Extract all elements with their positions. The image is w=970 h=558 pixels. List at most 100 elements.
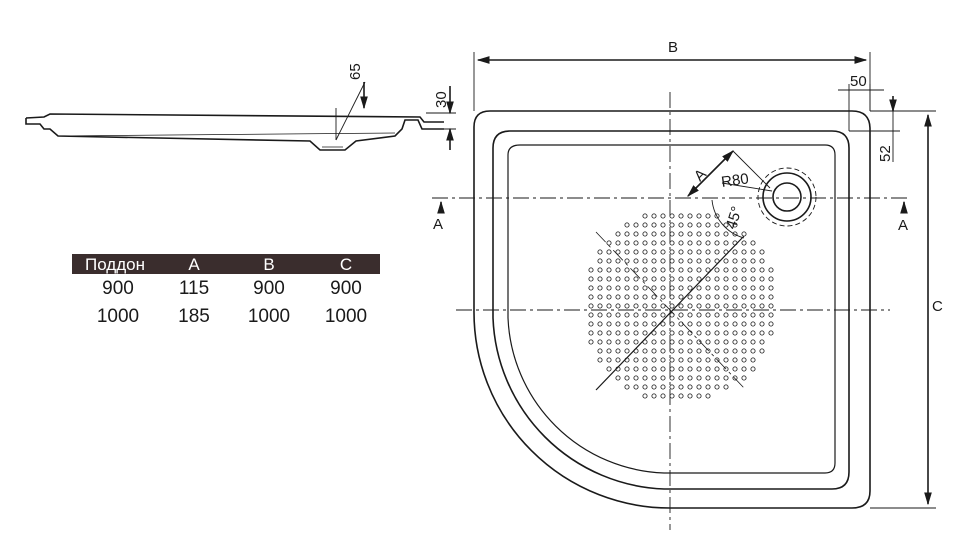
perforation-dot [741,303,747,309]
perforation-dot [633,303,639,309]
perforation-dot [750,339,756,345]
perforation-dot [669,339,675,345]
perforation-dot [651,213,657,219]
perforation-dot [759,267,765,273]
perforation-dot [741,267,747,273]
perforation-dot [660,312,666,318]
perforation-dot [642,339,648,345]
perforation-dot [705,267,711,273]
perforation-dot [651,249,657,255]
perforation-dot [732,321,738,327]
perforation-dot [660,249,666,255]
perforation-dot [660,267,666,273]
perforation-dot [732,348,738,354]
perforation-dot [714,330,720,336]
perforation-dot [705,339,711,345]
perforation-dot [714,357,720,363]
perforation-dot [633,276,639,282]
perforation-dot [660,294,666,300]
perforation-dot [624,321,630,327]
perforation-dot [606,285,612,291]
perforation-dot [651,258,657,264]
perforation-dot [678,294,684,300]
perforation-dot [687,222,693,228]
perforation-dot [705,312,711,318]
perforation-dot [615,303,621,309]
perforation-dot [678,357,684,363]
perforation-dot [705,294,711,300]
perforation-dot [615,249,621,255]
perforation-dot [597,276,603,282]
perforation-dot [642,285,648,291]
perforation-dot [687,276,693,282]
perforation-dot [642,303,648,309]
perforation-dot [741,366,747,372]
perforation-dot [597,348,603,354]
perforation-dot [669,285,675,291]
perforation-dot [678,231,684,237]
perforation-dot [705,330,711,336]
perforation-dot [741,357,747,363]
perforation-dot [723,321,729,327]
dim-c-label: C [932,298,943,315]
perforation-dot [660,357,666,363]
perforation-dot [660,348,666,354]
dim-50-label: 50 [850,73,867,90]
perforation-dot [624,294,630,300]
perforation-dot [588,285,594,291]
perforation-dot [660,330,666,336]
perforation-dot [687,339,693,345]
perforation-dot [678,366,684,372]
perforation-dot [669,303,675,309]
perforation-dot [723,330,729,336]
perforation-dot [669,375,675,381]
perforation-dot [732,240,738,246]
perforation-dot [669,249,675,255]
perforation-dot [768,276,774,282]
perforation-dot [750,303,756,309]
perforation-dot [723,348,729,354]
perforation-dot [696,285,702,291]
perforation-dot [714,339,720,345]
perforation-dot [732,330,738,336]
perforation-dot [714,258,720,264]
perforation-dot [741,231,747,237]
perforation-dot [732,339,738,345]
table-header-tray: Поддон [85,255,145,274]
perforation-dot [687,366,693,372]
perforation-dot [741,276,747,282]
perforation-dot [597,258,603,264]
perforation-dot [615,321,621,327]
perforation-dot [597,312,603,318]
perforation-dot [705,375,711,381]
perforation-dot [606,267,612,273]
perforation-dot [741,294,747,300]
perforation-dot [651,222,657,228]
perforation-dot [723,375,729,381]
table-header-c: C [340,255,352,274]
perforation-dot [723,222,729,228]
perforation-dot [750,357,756,363]
perforation-dot [597,294,603,300]
perforation-dot [732,276,738,282]
perforation-dot [624,267,630,273]
dim-b-label: B [668,39,678,56]
perforation-dot [660,276,666,282]
perforation-dot [723,384,729,390]
perforation-dot [759,330,765,336]
perforation-dot [606,312,612,318]
perforation-dot [651,294,657,300]
perforation-dot [624,357,630,363]
perforation-dot [669,330,675,336]
perforation-dot [714,285,720,291]
perforation-dot [687,312,693,318]
perforation-dot [750,312,756,318]
perforation-dot [660,231,666,237]
perforation-dot [768,267,774,273]
perforation-dot [651,303,657,309]
perforation-dot [678,375,684,381]
dim-65-label: 65 [347,63,364,80]
perforation-dot [660,393,666,399]
perforation-dot [651,231,657,237]
perforation-dot [714,240,720,246]
